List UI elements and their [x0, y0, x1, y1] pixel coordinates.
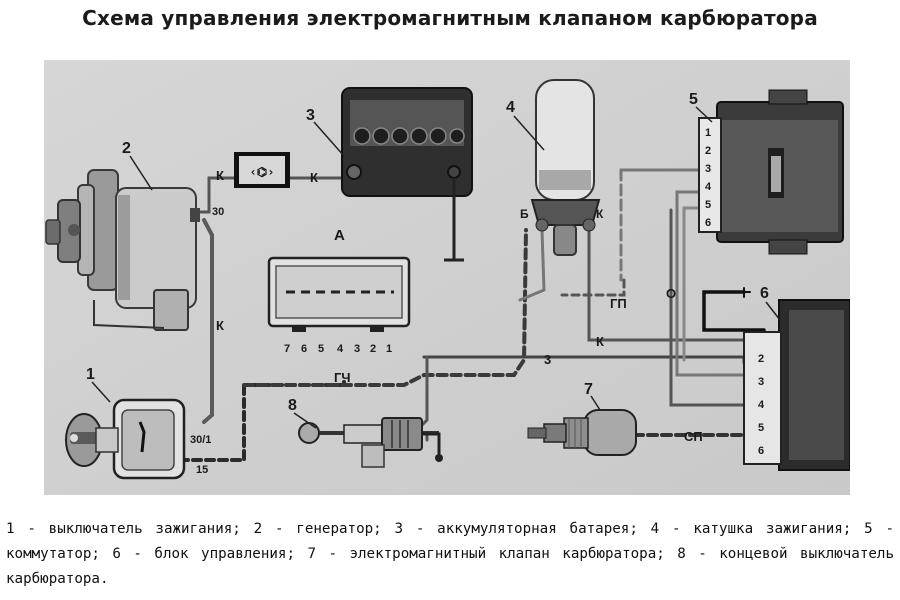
label-6: 6: [760, 285, 769, 302]
ignition-coil: [530, 79, 601, 256]
ignition-switch: [65, 398, 186, 480]
wire-label-gch: ГЧ: [334, 370, 351, 385]
connector-a-pin: 3: [354, 343, 360, 355]
commutator-pin: 3: [705, 163, 711, 175]
commutator: [698, 89, 844, 255]
block-pin: 6: [758, 445, 764, 457]
block-pin: 5: [758, 422, 764, 434]
control-unit: [743, 299, 850, 471]
wire-label-k-vertical: К: [216, 318, 224, 333]
wire-label-k-block: К: [596, 334, 604, 349]
commutator-pin: 5: [705, 199, 711, 211]
wire-label-k-gen: К: [216, 168, 224, 183]
wire-label-3: 3: [544, 352, 551, 367]
page-title: Схема управления электромагнитным клапан…: [82, 6, 818, 30]
wire-label-k-coil: К: [596, 207, 604, 221]
commutator-pin: 6: [705, 217, 711, 229]
label-4: 4: [506, 99, 515, 116]
block-pin: 3: [758, 376, 764, 388]
terminal-15: 15: [196, 464, 208, 476]
connector-a-pin: 7: [284, 343, 290, 355]
wire-label-gp: ГП: [610, 296, 627, 311]
carburetor-valve: [527, 409, 637, 456]
terminal-30-gen: 30: [212, 206, 224, 218]
label-5: 5: [689, 91, 698, 108]
wiring-diagram: ‹⌬›: [44, 60, 850, 495]
connector-a-pin: 5: [318, 343, 324, 355]
generator: [45, 169, 200, 331]
terminal-30-1: 30/1: [190, 434, 211, 446]
label-7: 7: [584, 381, 593, 398]
relay-block: ‹⌬›: [234, 152, 290, 188]
label-a: А: [334, 227, 345, 244]
block-pins: 2 3 4 5 6: [758, 353, 765, 457]
connector-a-pin: 6: [301, 343, 307, 355]
block-pin: 2: [758, 353, 764, 365]
block-pin: 4: [758, 399, 765, 411]
wire-label-b-coil: Б: [520, 207, 529, 221]
figure-caption: 1 - выключатель зажигания; 2 - генератор…: [6, 521, 894, 587]
commutator-pins: 1 2 3 4 5 6: [705, 127, 712, 229]
label-8: 8: [288, 397, 297, 414]
commutator-pin: 4: [705, 181, 712, 193]
connector-a: [267, 256, 411, 332]
wire-label-sp: СП: [684, 429, 703, 444]
battery: [341, 87, 473, 262]
wire-label-k-relay: К: [310, 170, 318, 185]
wires: [178, 168, 766, 462]
connector-a-pins: 7 6 5 4 3 2 1: [284, 343, 392, 355]
pointer-lines: [91, 106, 781, 429]
commutator-pin: 1: [705, 127, 711, 139]
label-3: 3: [306, 107, 315, 124]
commutator-pin: 2: [705, 145, 711, 157]
connector-a-pin: 2: [370, 343, 376, 355]
svg-text:‹⌬›: ‹⌬›: [250, 165, 275, 179]
label-2: 2: [122, 140, 131, 157]
limit-switch: [298, 417, 443, 468]
wire-label-o: О: [666, 286, 676, 301]
label-1: 1: [86, 366, 95, 383]
connector-a-pin: 1: [386, 343, 392, 355]
connector-a-pin: 4: [337, 343, 344, 355]
